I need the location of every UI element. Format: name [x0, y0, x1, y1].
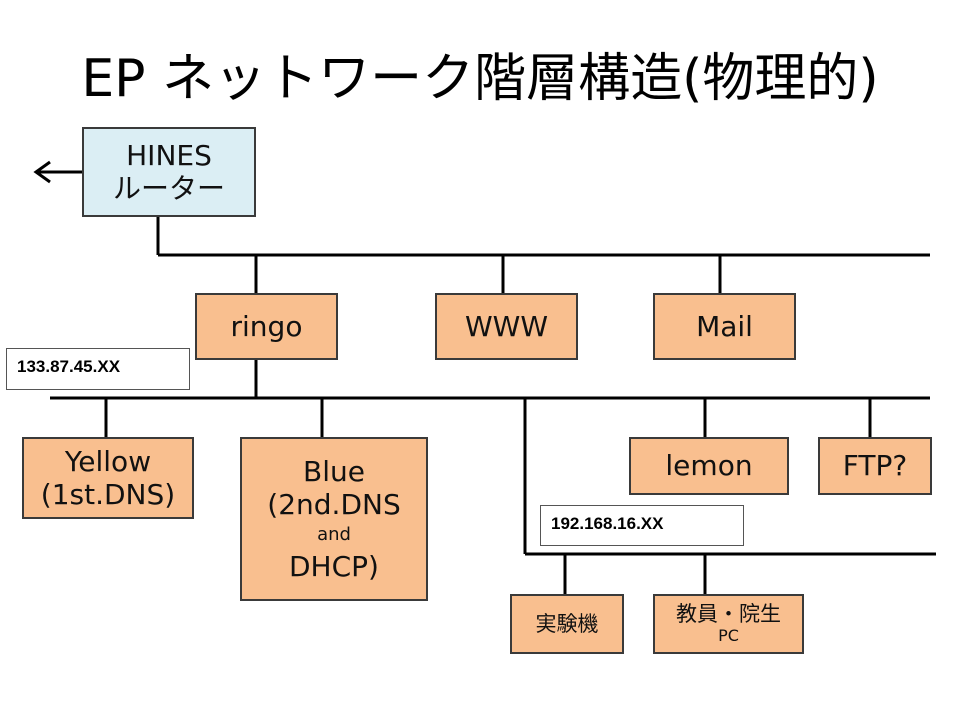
- outer-subnet-label: 133.87.45.XX: [6, 348, 190, 390]
- lemon-host: lemon: [629, 437, 789, 495]
- experiment-label: 実験機: [535, 611, 599, 636]
- blue-role-1: (2nd.DNS: [267, 488, 401, 522]
- mail-server: Mail: [653, 293, 796, 360]
- blue-role-2: DHCP): [289, 549, 379, 583]
- blue-host: Blue (2nd.DNS and DHCP): [240, 437, 428, 601]
- staff-pc-type: PC: [718, 625, 739, 645]
- router-type: ルーター: [112, 172, 225, 205]
- yellow-role: (1st.DNS): [40, 478, 176, 511]
- blue-name: Blue: [303, 455, 365, 489]
- blue-role-and: and: [317, 524, 351, 546]
- lemon-label: lemon: [665, 449, 753, 483]
- www-label: WWW: [464, 309, 549, 343]
- router-name: HINES: [126, 138, 212, 172]
- page-title: EP ネットワーク階層構造(物理的): [81, 49, 879, 109]
- inner-subnet-label: 192.168.16.XX: [540, 505, 744, 546]
- staff-pc-label: 教員・院生: [676, 602, 781, 627]
- staff-pc-host: 教員・院生 PC: [653, 594, 804, 654]
- ringo-label: ringo: [230, 309, 303, 343]
- uplink-arrow-head: [33, 160, 51, 184]
- mail-label: Mail: [696, 309, 753, 343]
- ftp-host: FTP?: [818, 437, 932, 495]
- hines-router: HINES ルーター: [82, 127, 256, 217]
- ringo-server: ringo: [195, 293, 338, 360]
- yellow-host: Yellow (1st.DNS): [22, 437, 194, 519]
- yellow-name: Yellow: [64, 444, 152, 478]
- ftp-label: FTP?: [842, 449, 908, 483]
- experiment-host: 実験機: [510, 594, 624, 654]
- www-server: WWW: [435, 293, 578, 360]
